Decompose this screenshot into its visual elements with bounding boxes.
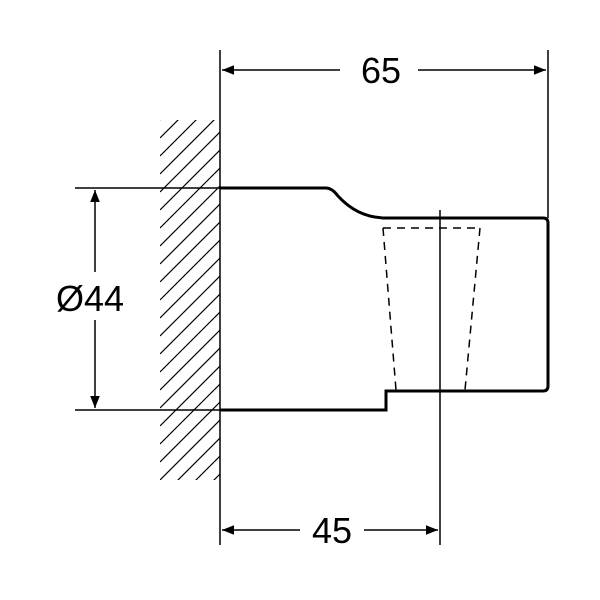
hatch-line <box>160 510 220 570</box>
hatch-line <box>160 492 220 552</box>
hatch-line <box>160 167 220 229</box>
dimension-65-label: 65 <box>361 50 401 91</box>
hatch-line <box>160 293 220 355</box>
hatch-line <box>160 419 220 480</box>
hatch-line <box>177 437 220 480</box>
hatch-line <box>160 120 161 121</box>
hatch-line <box>160 329 220 391</box>
hatch-line <box>160 383 220 445</box>
hatch-line <box>160 275 220 337</box>
dimension-45: 45 <box>222 510 438 551</box>
hatch-line <box>160 149 220 211</box>
hatch-line <box>160 257 220 319</box>
hatch-line <box>160 203 220 265</box>
hatch-line <box>160 528 220 588</box>
hatch-line <box>160 365 220 427</box>
hatch-line <box>160 311 220 373</box>
dimension-diameter-label: Ø44 <box>56 278 124 319</box>
hatch-line <box>213 473 220 480</box>
dimension-diameter: Ø44 <box>45 190 135 408</box>
hatch-line <box>160 401 220 463</box>
hatch-line <box>160 347 220 409</box>
wall-hatching <box>160 120 220 588</box>
hatch-line <box>160 120 197 157</box>
holder-outline <box>220 186 550 412</box>
hatch-line <box>160 221 220 283</box>
dimension-65: 65 <box>222 50 546 91</box>
hidden-cone <box>382 227 481 391</box>
hatch-line <box>160 131 220 193</box>
dimension-45-label: 45 <box>312 510 352 551</box>
hatch-line <box>160 120 179 139</box>
hatch-line <box>195 455 220 480</box>
hatch-line <box>160 239 220 301</box>
hatch-line <box>160 185 220 247</box>
hatch-line <box>160 120 215 175</box>
